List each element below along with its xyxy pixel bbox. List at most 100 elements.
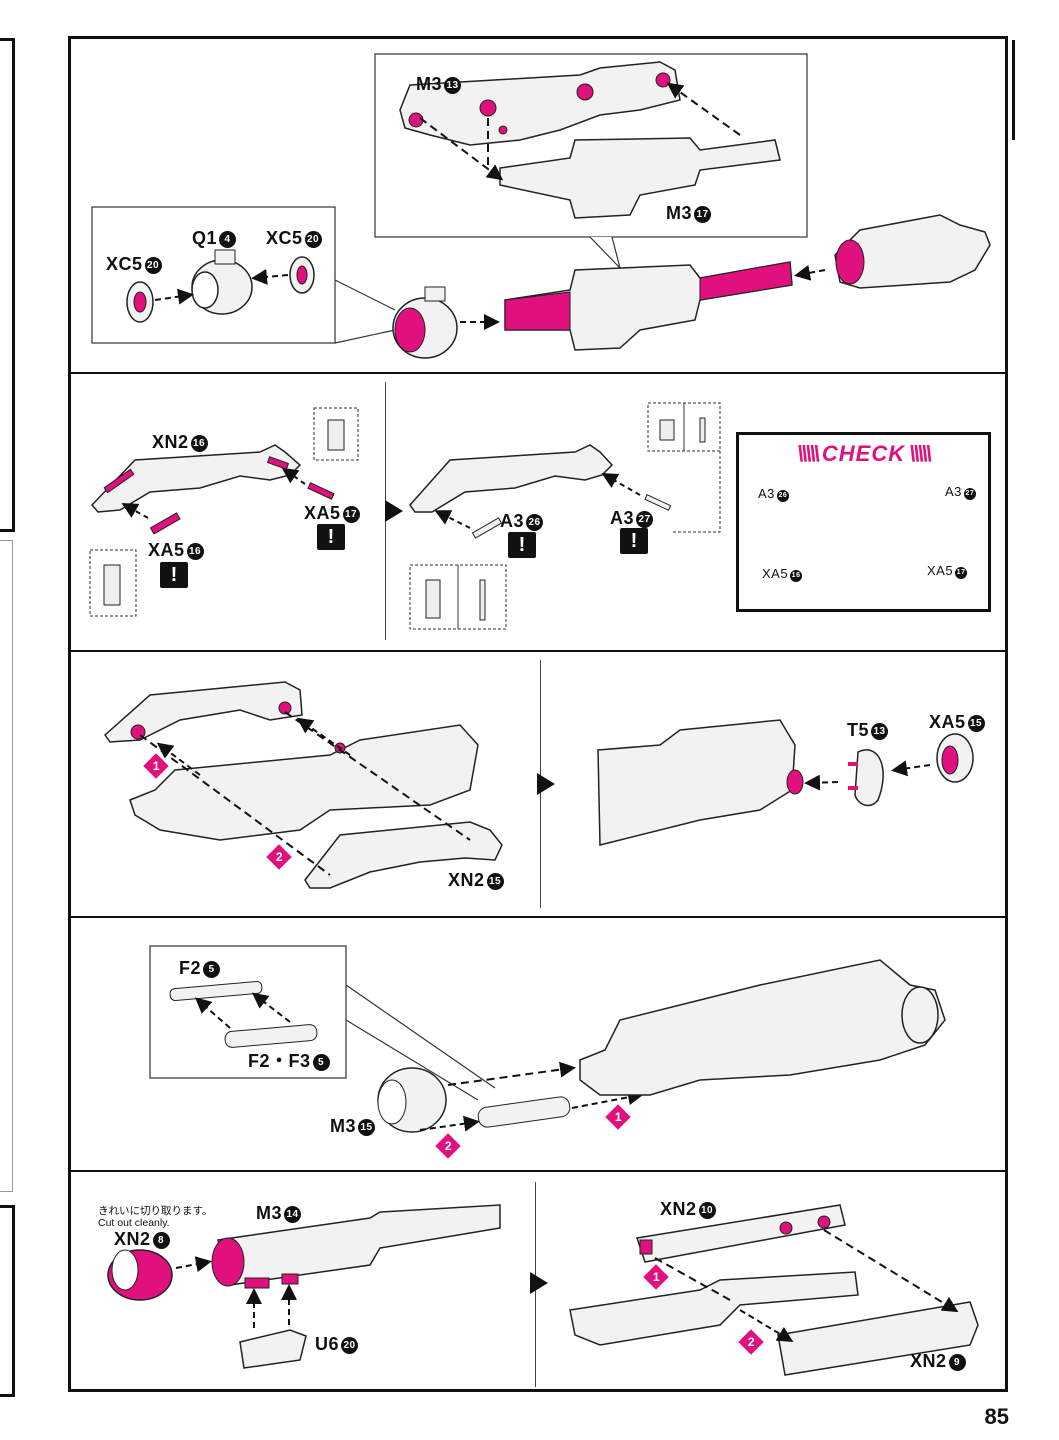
next-step-arrow-s5: [530, 1272, 548, 1294]
side-tab-middle: [0, 540, 13, 1192]
inset-f2: [149, 945, 347, 1079]
label-text: A3: [945, 484, 962, 499]
label-text: A3: [500, 511, 525, 531]
peg-m3-13-b: [479, 99, 497, 117]
label-text: F2・F3: [248, 1051, 311, 1071]
page-number: 85: [984, 1404, 1009, 1429]
part-a3-27: [644, 494, 672, 511]
caution-icon-xa5-16: !: [160, 562, 188, 588]
frame-right-notch: [1004, 40, 1015, 140]
note-cut-cleanly-en: Cut out cleanly.: [98, 1217, 170, 1229]
check-box: \\\\\ CHECK \\\\\: [736, 432, 991, 612]
part-xn2-9: [777, 1301, 979, 1376]
caution-icon-xa5-17: !: [317, 524, 345, 550]
part-number-badge: 27: [636, 511, 654, 528]
label-text: XN2: [152, 432, 189, 452]
step-number: 2: [275, 850, 283, 864]
step-number: 1: [152, 759, 160, 773]
label-text: Q1: [192, 228, 218, 248]
part-number-badge: 4: [219, 231, 237, 248]
part-full-rifle: [579, 959, 946, 1096]
part-number-badge: 17: [342, 506, 360, 523]
part-number-badge: 27: [963, 488, 976, 500]
label-text: A3: [610, 508, 635, 528]
section-divider-2: [68, 650, 1008, 652]
section-divider-1: [68, 372, 1008, 374]
part-u6-20: [239, 1329, 307, 1369]
part-f2f3-5: [224, 1024, 318, 1048]
label-text: XN2: [114, 1229, 151, 1249]
part-barrel-assembly: [129, 724, 479, 841]
part-f2-5: [169, 980, 263, 1002]
label-text: XC5: [106, 254, 143, 274]
part-m3-14: [217, 1204, 501, 1286]
part-a3-26: [471, 517, 503, 539]
part-m3-13: [399, 61, 681, 146]
part-number-badge: 13: [444, 77, 462, 94]
next-step-arrow-s3: [537, 773, 555, 795]
part-number-badge: 16: [186, 543, 204, 560]
check-title: \\\\\ CHECK \\\\\: [739, 441, 988, 467]
part-number-badge: 9: [948, 1354, 966, 1371]
side-tab-top: [0, 38, 15, 532]
part-number-badge: 10: [698, 1202, 716, 1219]
step-number: 1: [652, 1270, 660, 1284]
part-m3-17: [499, 137, 781, 219]
part-receiver-block: [834, 214, 991, 289]
label-text: XN2: [660, 1199, 697, 1219]
label-text: A3: [758, 486, 775, 501]
note-cut-cleanly-jp: きれいに切り取ります。: [98, 1205, 213, 1217]
next-step-arrow-s2: [385, 500, 403, 522]
part-number-badge: 17: [694, 206, 712, 223]
part-number-badge: 8: [152, 1232, 170, 1249]
part-number-badge: 26: [526, 514, 544, 531]
label-text: U6: [315, 1334, 340, 1354]
section-divider-3: [68, 916, 1008, 918]
part-number-badge: 14: [284, 1206, 302, 1223]
part-xn2-16-b: [409, 444, 614, 513]
label-text: M3: [416, 74, 443, 94]
part-number-badge: 20: [341, 1337, 359, 1354]
part-xa5-16: [149, 512, 181, 535]
step-number: 1: [614, 1110, 622, 1124]
part-number-badge: 20: [304, 231, 322, 248]
part-number-badge: 15: [486, 873, 504, 890]
label-text: F2: [179, 958, 202, 978]
label-text: M3: [330, 1116, 357, 1136]
label-text: XN2: [448, 870, 485, 890]
label-text: XA5: [148, 540, 185, 560]
label-text: XA5: [762, 566, 789, 581]
part-number-badge: 5: [203, 961, 221, 978]
part-number-badge: 17: [955, 567, 968, 579]
label-text: XA5: [304, 503, 341, 523]
label-text: T5: [847, 720, 870, 740]
part-xa5-17: [307, 482, 335, 500]
part-number-badge: 20: [144, 257, 162, 274]
part-number-badge: 5: [312, 1054, 330, 1071]
inset-top-pointer: [589, 236, 622, 271]
peg-m3-13-a: [408, 112, 424, 128]
check-title-text: CHECK: [821, 441, 906, 466]
part-number-badge: 15: [967, 715, 985, 732]
